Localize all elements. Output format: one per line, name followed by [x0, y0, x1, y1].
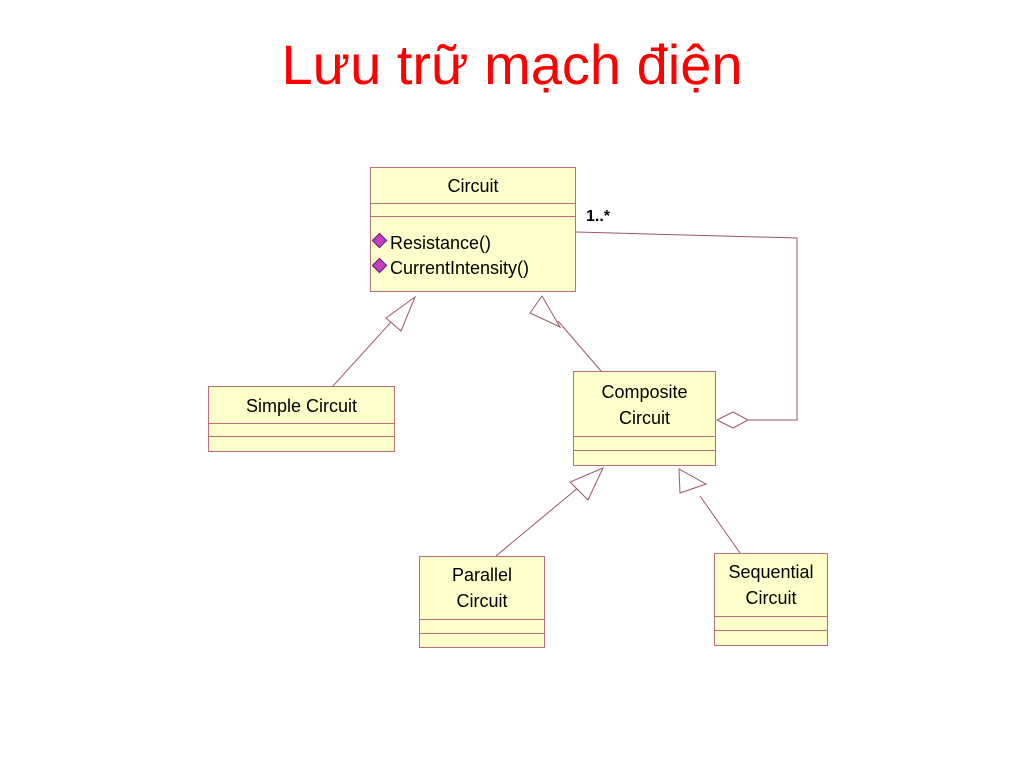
attributes-section: [209, 423, 394, 436]
operation-label: Resistance(): [390, 233, 492, 253]
generalization-line-sequential: [699, 495, 741, 554]
generalization-arrowhead-sequential: [678, 468, 708, 494]
operations-section: [715, 630, 827, 645]
slide-title: Lưu trữ mạch điện: [281, 33, 743, 96]
class-name-parallel-circuit: Parallel Circuit: [420, 557, 544, 619]
class-name-line: Circuit: [618, 408, 670, 428]
generalization-line-parallel: [495, 481, 586, 557]
operations-section: [574, 450, 715, 465]
aggregation-line: [575, 231, 798, 421]
operations-section: [420, 633, 544, 648]
class-name-simple-circuit: Simple Circuit: [245, 396, 358, 416]
operation-current-intensity: CurrentIntensity(): [371, 256, 575, 281]
class-name-line: Circuit: [456, 591, 508, 611]
class-name-composite-circuit: Composite Circuit: [574, 372, 715, 436]
class-name-line: Sequential: [728, 562, 814, 582]
operation-resistance: Resistance(): [371, 231, 575, 256]
generalization-arrowhead-composite: [529, 295, 562, 329]
operation-icon: [371, 257, 388, 274]
class-name-sequential-circuit: Sequential Circuit: [715, 554, 827, 616]
class-name-line: Composite: [601, 382, 688, 402]
operation-label: CurrentIntensity(): [390, 258, 530, 278]
class-name-line: Circuit: [745, 588, 797, 608]
class-name-circuit: Circuit: [447, 176, 499, 196]
generalization-line-simple: [332, 310, 402, 387]
class-name-line: Parallel: [451, 565, 513, 585]
attributes-section: [371, 203, 575, 216]
class-sequential-circuit[interactable]: Sequential Circuit: [714, 553, 828, 646]
operations-section: Resistance() CurrentIntensity(): [371, 216, 575, 281]
class-simple-circuit[interactable]: Simple Circuit: [208, 386, 395, 452]
generalization-arrowhead-parallel: [569, 467, 605, 501]
attributes-section: [574, 436, 715, 450]
aggregation-diamond: [715, 411, 750, 429]
class-composite-circuit[interactable]: Composite Circuit: [573, 371, 716, 466]
class-parallel-circuit[interactable]: Parallel Circuit: [419, 556, 545, 648]
class-circuit[interactable]: Circuit Resistance() CurrentIntensity(): [370, 167, 576, 292]
attributes-section: [420, 619, 544, 633]
multiplicity-label: 1..*: [586, 208, 611, 225]
operations-section: [209, 436, 394, 451]
generalization-arrowhead-simple: [385, 295, 417, 332]
operation-icon: [371, 232, 388, 249]
generalization-line-composite: [557, 320, 602, 372]
attributes-section: [715, 616, 827, 630]
